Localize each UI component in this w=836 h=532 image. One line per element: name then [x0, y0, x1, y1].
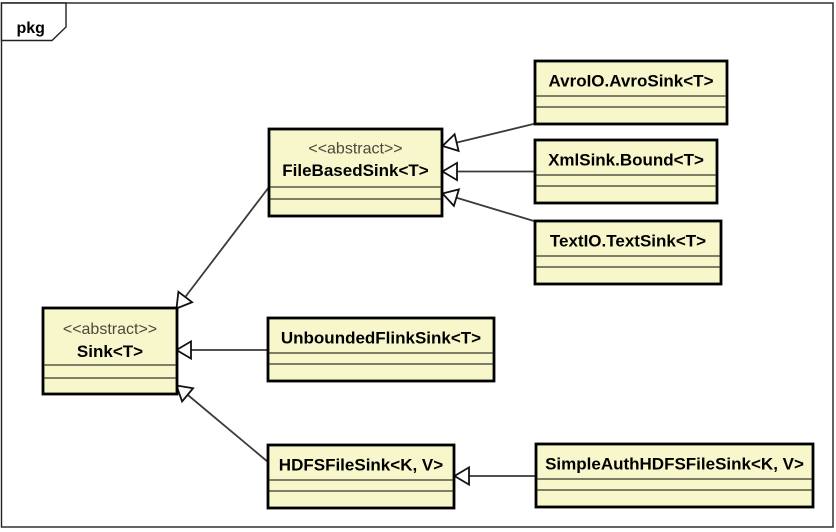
svg-text:UnboundedFlinkSink<T>: UnboundedFlinkSink<T> [281, 329, 481, 348]
svg-text:HDFSFileSink<K, V>: HDFSFileSink<K, V> [279, 456, 443, 475]
svg-text:TextIO.TextSink<T>: TextIO.TextSink<T> [550, 232, 706, 251]
svg-text:<<abstract>>: <<abstract>> [63, 321, 157, 338]
svg-text:pkg: pkg [17, 20, 45, 37]
svg-text:FileBasedSink<T>: FileBasedSink<T> [282, 161, 429, 180]
svg-text:<<abstract>>: <<abstract>> [308, 141, 402, 158]
svg-text:Sink<T>: Sink<T> [77, 342, 143, 361]
svg-text:AvroIO.AvroSink<T>: AvroIO.AvroSink<T> [548, 72, 713, 91]
svg-text:XmlSink.Bound<T>: XmlSink.Bound<T> [548, 151, 704, 170]
svg-text:SimpleAuthHDFSFileSink<K, V>: SimpleAuthHDFSFileSink<K, V> [545, 455, 804, 474]
